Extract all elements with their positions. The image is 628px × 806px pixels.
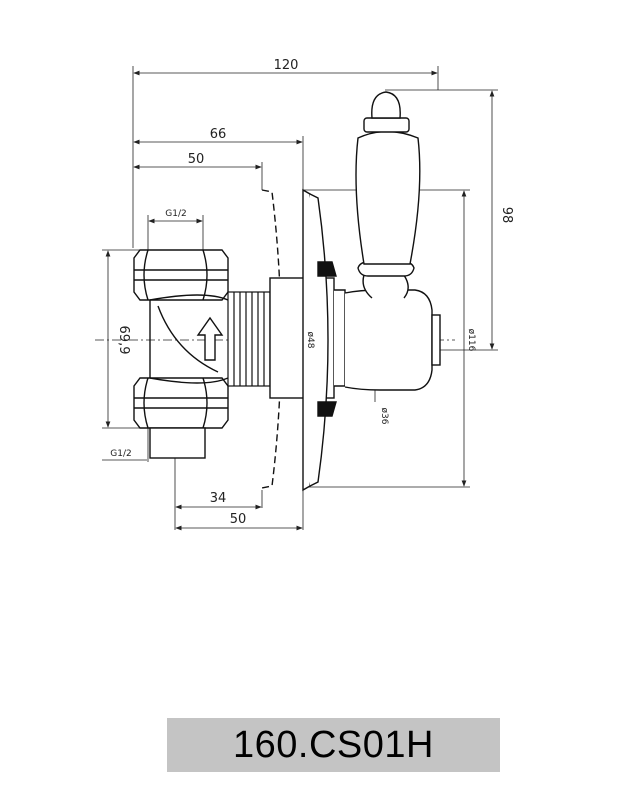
flow-direction-icon xyxy=(196,316,224,361)
wall-flange xyxy=(302,188,337,492)
dim-50-bottom-label: 50 xyxy=(230,512,247,527)
dim-g12-bottom-label: G1/2 xyxy=(110,449,131,459)
dim-ø116-label: ø116 xyxy=(466,329,476,352)
spindle xyxy=(334,289,441,391)
dim-ø36-label: ø36 xyxy=(379,408,389,425)
dimension-labels: 120 66 50 G1/2 G1/2 34 50 98 69,9 ø48 ø1… xyxy=(110,58,514,527)
product-code: 160.CS01H xyxy=(233,723,434,766)
dim-69-9-label: 69,9 xyxy=(116,326,131,355)
dim-98-label: 98 xyxy=(499,207,514,224)
dim-34-label: 34 xyxy=(210,491,227,506)
dim-ø48-label: ø48 xyxy=(305,332,315,349)
threaded-sleeve xyxy=(227,291,271,387)
dim-g12-top-label: G1/2 xyxy=(165,209,186,219)
lever-handle xyxy=(355,91,421,299)
dim-66-label: 66 xyxy=(210,127,227,142)
dim-50-top-label: 50 xyxy=(188,152,205,167)
valve-body xyxy=(133,249,229,459)
dimension-lines xyxy=(102,70,495,531)
product-code-box: 160.CS01H xyxy=(167,718,500,772)
dim-120-label: 120 xyxy=(274,58,299,73)
